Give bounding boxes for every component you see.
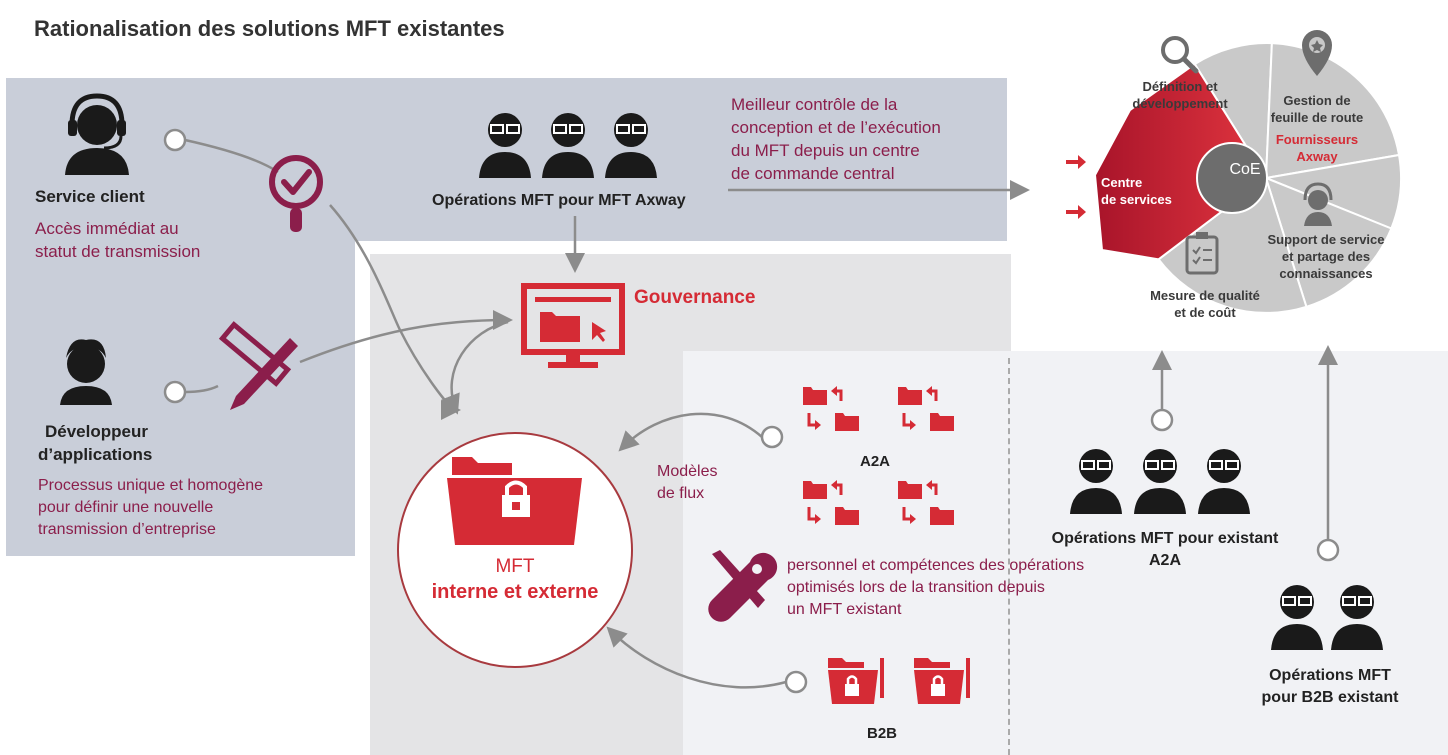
- service-client-desc-1: Accès immédiat au: [35, 219, 179, 238]
- ops-axway-desc-4: de commande central: [731, 164, 895, 183]
- ops-axway-desc-3: du MFT depuis un centre: [731, 141, 920, 160]
- developpeur-label-2: d’applications: [38, 445, 153, 464]
- monitor-folder-icon: [521, 283, 625, 368]
- divider-dashed: [1008, 358, 1010, 755]
- wheel-gestion-1: Gestion de: [1283, 93, 1351, 108]
- personnel-line2: optimisés lors de la transition depuis: [787, 579, 1045, 596]
- ops-axway-desc-1: Meilleur contrôle de la: [731, 95, 898, 114]
- magnifier-check-icon: [269, 155, 323, 232]
- wheel-mesure-1: Mesure de qualité: [1150, 288, 1260, 303]
- personnel-line1: personnel et compétences des opérations: [787, 557, 1085, 574]
- wheel-gestion-2: feuille de route: [1270, 110, 1364, 125]
- wheel-support-1: Support de service: [1267, 232, 1385, 247]
- search-icon: [1161, 36, 1199, 74]
- a2a-label: A2A: [860, 453, 891, 470]
- mft-circle: [397, 432, 633, 668]
- locked-folder-icon: [447, 457, 582, 545]
- ops-a2a-line1: Opérations MFT pour existant: [1051, 530, 1279, 547]
- developpeur-desc-2: pour définir une nouvelle: [38, 499, 214, 516]
- gouvernance-label: Gouvernance: [634, 287, 756, 308]
- group-icon: [479, 113, 657, 178]
- wheel-definition-1: Définition et: [1142, 79, 1218, 94]
- developpeur-desc-3: transmission d’entreprise: [38, 521, 216, 538]
- ruler-pencil-icon: [218, 321, 298, 410]
- modeles-line1: Modèles: [657, 463, 718, 480]
- developpeur-desc-1: Processus unique et homogène: [38, 477, 264, 494]
- mft-line1: MFT: [495, 556, 535, 577]
- ops-b2b-line1: Opérations MFT: [1269, 667, 1391, 684]
- headset-agent-icon: [65, 93, 129, 175]
- developpeur-label-1: Développeur: [45, 422, 148, 441]
- locked-folder-b2b-icon: [828, 658, 970, 704]
- ops-axway-label: Opérations MFT pour MFT Axway: [432, 192, 686, 209]
- coe-label: CoE: [1229, 161, 1261, 178]
- wheel-centre-1: Centre: [1101, 175, 1143, 190]
- wheel-definition-2: développement: [1132, 96, 1228, 111]
- mft-line2: interne et externe: [431, 581, 599, 603]
- service-client-label: Service client: [35, 187, 145, 206]
- page-title: Rationalisation des solutions MFT exista…: [34, 16, 505, 41]
- location-star-icon: [1302, 30, 1332, 76]
- b2b-label: B2B: [867, 725, 898, 742]
- wheel-gestion-3: Fournisseurs: [1275, 132, 1359, 147]
- coe-wheel: [1093, 42, 1402, 314]
- wheel-support-3: connaissances: [1279, 266, 1373, 281]
- wheel-gestion-4: Axway: [1296, 149, 1338, 164]
- ops-a2a-line2: A2A: [1148, 552, 1181, 569]
- tools-icon: [708, 550, 778, 622]
- ops-b2b-line2: pour B2B existant: [1261, 689, 1399, 706]
- group-b2b-icon: [1271, 585, 1383, 650]
- service-client-desc-2: statut de transmission: [35, 242, 201, 261]
- ops-axway-desc-2: conception et de l’exécution: [731, 118, 941, 137]
- developer-icon: [60, 339, 112, 405]
- modeles-line2: de flux: [657, 485, 705, 502]
- group-a2a-icon: [1070, 449, 1250, 514]
- personnel-line3: un MFT existant: [787, 601, 902, 618]
- wheel-mesure-2: et de coût: [1174, 305, 1236, 320]
- folder-sync-icon: [803, 386, 954, 525]
- wheel-centre-2: de services: [1101, 192, 1172, 207]
- headset-icon: [1303, 182, 1333, 226]
- coe-center: [1196, 142, 1268, 214]
- clipboard-checklist-icon: [1185, 232, 1219, 275]
- wheel-support-2: et partage des: [1281, 249, 1371, 264]
- red-arrows: [1066, 155, 1086, 219]
